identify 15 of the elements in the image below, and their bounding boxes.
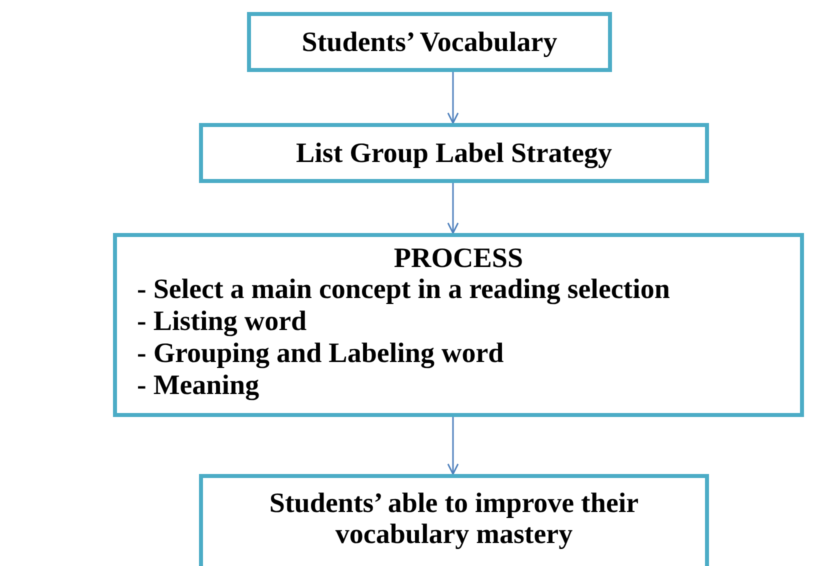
box-title: Students’ able to improve their vocabulary mastery <box>268 488 640 550</box>
process-box <box>199 123 709 183</box>
list-item: - Meaning <box>137 370 260 402</box>
process-box <box>199 474 709 566</box>
list-item: - Grouping and Labeling word <box>137 338 504 370</box>
process-box <box>247 12 612 72</box>
list-item: - Listing word <box>137 306 307 338</box>
box-title: Students’ Vocabulary <box>300 26 558 58</box>
box-heading: PROCESS <box>392 243 524 274</box>
process-box <box>113 233 804 417</box>
arrow <box>447 183 459 234</box>
arrow <box>447 417 459 475</box>
arrow <box>447 72 459 124</box>
list-item: - Select a main concept in a reading selection <box>137 274 670 306</box>
box-title: List Group Label Strategy <box>294 138 614 168</box>
